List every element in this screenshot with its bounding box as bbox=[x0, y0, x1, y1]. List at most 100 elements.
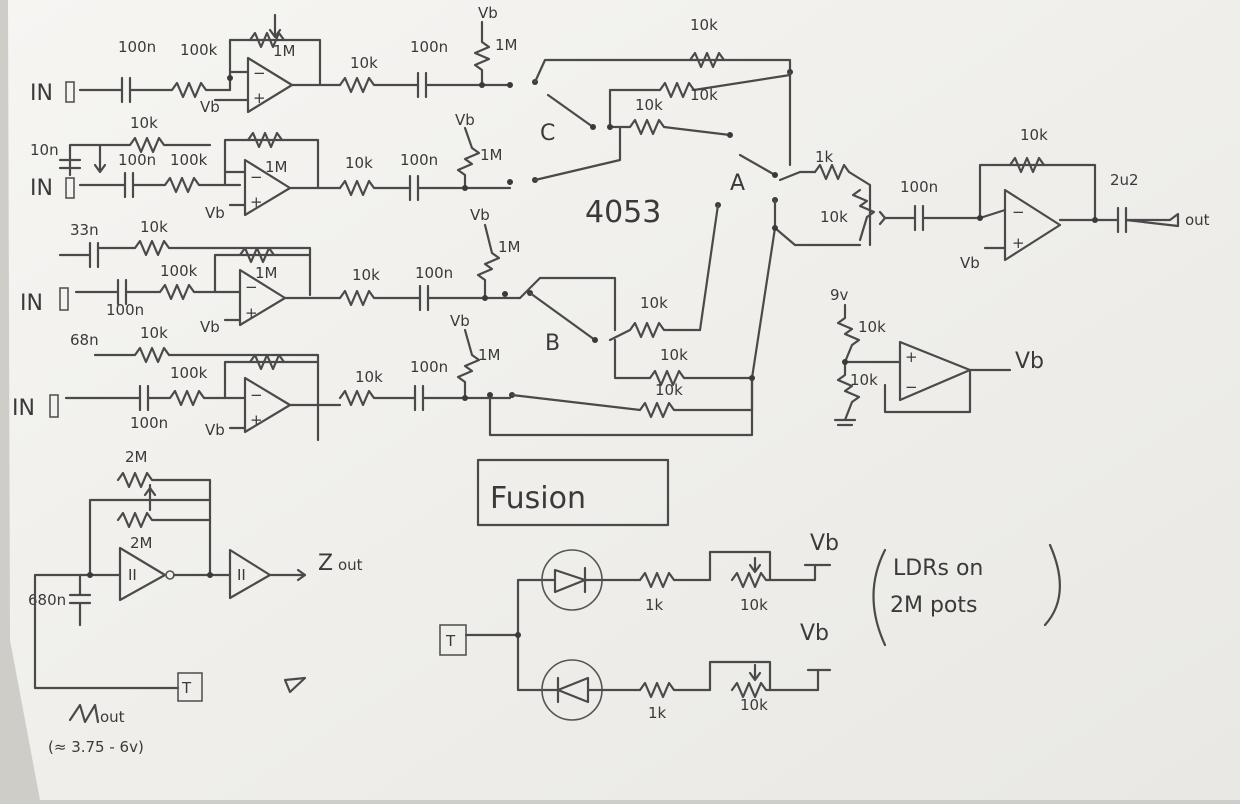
audio-out-label: out bbox=[1185, 211, 1210, 229]
svg-text:10k: 10k bbox=[858, 318, 886, 336]
svg-text:10k: 10k bbox=[820, 208, 848, 226]
channel-3: IN 33n 10k 100n 100k − + 1M Vb 10k 100n V… bbox=[20, 206, 533, 336]
svg-text:+: + bbox=[245, 304, 258, 322]
svg-text:−: − bbox=[250, 386, 263, 404]
svg-text:T: T bbox=[445, 632, 456, 650]
svg-text:10k: 10k bbox=[690, 86, 718, 104]
input-label-2: IN bbox=[30, 176, 53, 201]
svg-text:10k: 10k bbox=[740, 696, 768, 714]
svg-text:II: II bbox=[128, 566, 137, 584]
lfo-section: 2M 2M II II Z out 680n T out (≈ 3.75 - 6… bbox=[28, 448, 363, 756]
svg-text:10k: 10k bbox=[1020, 126, 1048, 144]
vb-generator: 9v 10k 10k + − Vb bbox=[830, 286, 1044, 427]
svg-text:Vb: Vb bbox=[200, 318, 220, 336]
svg-text:100k: 100k bbox=[170, 151, 208, 169]
cap-label-1: 100n bbox=[118, 38, 156, 56]
svg-text:1k: 1k bbox=[815, 148, 834, 166]
svg-text:10k: 10k bbox=[850, 371, 878, 389]
svg-text:100n: 100n bbox=[415, 264, 453, 282]
svg-text:Vb: Vb bbox=[478, 4, 498, 22]
svg-text:10k: 10k bbox=[140, 218, 168, 236]
svg-text:10k: 10k bbox=[355, 368, 383, 386]
fusion-note-line-1: LDRs on bbox=[893, 556, 983, 581]
svg-text:Vb: Vb bbox=[800, 621, 829, 646]
svg-text:1M: 1M bbox=[480, 146, 503, 164]
svg-text:100n: 100n bbox=[410, 38, 448, 56]
svg-text:10k: 10k bbox=[352, 266, 380, 284]
svg-text:Z: Z bbox=[318, 551, 333, 576]
svg-text:10k: 10k bbox=[660, 346, 688, 364]
svg-text:Vb: Vb bbox=[205, 204, 225, 222]
svg-text:1k: 1k bbox=[648, 704, 667, 722]
input-label-3: IN bbox=[20, 291, 43, 316]
svg-text:100k: 100k bbox=[160, 262, 198, 280]
cap-10n-label: 10n bbox=[30, 141, 59, 159]
svg-text:100n: 100n bbox=[130, 414, 168, 432]
svg-text:1k: 1k bbox=[645, 596, 664, 614]
svg-text:T: T bbox=[181, 679, 192, 697]
svg-text:10k: 10k bbox=[345, 154, 373, 172]
svg-text:2u2: 2u2 bbox=[1110, 171, 1139, 189]
fusion-section: Fusion T 1k 10k Vb 1k 10k Vb LDRs on 2M … bbox=[439, 458, 1061, 722]
svg-text:+: + bbox=[253, 89, 266, 107]
svg-text:10k: 10k bbox=[640, 294, 668, 312]
svg-text:−: − bbox=[253, 64, 266, 82]
svg-text:100n: 100n bbox=[900, 178, 938, 196]
svg-text:10k: 10k bbox=[350, 54, 378, 72]
svg-text:+: + bbox=[250, 193, 263, 211]
input-jack-1 bbox=[65, 81, 75, 103]
res-label-1: 100k bbox=[180, 41, 218, 59]
svg-text:10k: 10k bbox=[130, 114, 158, 132]
svg-text:100n: 100n bbox=[106, 301, 144, 319]
svg-text:68n: 68n bbox=[70, 331, 99, 349]
selector-b-label: B bbox=[545, 331, 560, 356]
svg-text:10k: 10k bbox=[690, 16, 718, 34]
svg-text:9v: 9v bbox=[830, 286, 849, 304]
svg-text:+: + bbox=[905, 348, 918, 366]
svg-text:Vb: Vb bbox=[200, 98, 220, 116]
svg-text:2M: 2M bbox=[130, 534, 153, 552]
mux-4053: 4053 C A B 10k 10k 10k 10k 10k 10k bbox=[510, 16, 862, 419]
svg-text:Vb: Vb bbox=[450, 312, 470, 330]
svg-text:100n: 100n bbox=[118, 151, 156, 169]
fusion-title: Fusion bbox=[490, 481, 586, 516]
svg-text:10k: 10k bbox=[140, 324, 168, 342]
svg-text:Vb: Vb bbox=[205, 421, 225, 439]
output-stage: 1k 10k 100n − + 10k Vb 2u2 out bbox=[813, 126, 1210, 272]
svg-text:10k: 10k bbox=[655, 381, 683, 399]
channel-2: IN 100n 100k 10n 10k − + 1M Vb 10k 100n V… bbox=[30, 111, 538, 222]
svg-text:−: − bbox=[250, 168, 263, 186]
svg-text:Vb: Vb bbox=[810, 531, 839, 556]
svg-text:−: − bbox=[245, 278, 258, 296]
svg-text:1M: 1M bbox=[273, 42, 296, 60]
mux-label: 4053 bbox=[585, 195, 661, 230]
channel-1: IN 100n 100k −+ 1M Vb 10k 100n Vb 1M bbox=[30, 4, 538, 116]
svg-text:1M: 1M bbox=[255, 264, 278, 282]
svg-text:680n: 680n bbox=[28, 591, 66, 609]
svg-text:10k: 10k bbox=[740, 596, 768, 614]
svg-text:1M: 1M bbox=[495, 36, 518, 54]
svg-text:100n: 100n bbox=[400, 151, 438, 169]
svg-text:33n: 33n bbox=[70, 221, 99, 239]
svg-text:−: − bbox=[1012, 203, 1025, 221]
svg-text:−: − bbox=[905, 378, 918, 396]
svg-text:1M: 1M bbox=[265, 158, 288, 176]
square-out-label: out bbox=[100, 708, 125, 726]
svg-text:+: + bbox=[1012, 234, 1025, 252]
svg-text:+: + bbox=[250, 411, 263, 429]
svg-text:2M: 2M bbox=[125, 448, 148, 466]
input-label-4: IN bbox=[12, 396, 35, 421]
voltage-range-label: (≈ 3.75 - 6v) bbox=[48, 738, 144, 756]
svg-text:100n: 100n bbox=[410, 358, 448, 376]
opamp-1 bbox=[246, 56, 294, 114]
svg-text:10k: 10k bbox=[635, 96, 663, 114]
vb-output-label: Vb bbox=[1015, 349, 1044, 374]
svg-text:Vb: Vb bbox=[470, 206, 490, 224]
fusion-box bbox=[476, 458, 670, 527]
svg-text:Vb: Vb bbox=[455, 111, 475, 129]
svg-text:Vb: Vb bbox=[960, 254, 980, 272]
fusion-note-line-2: 2M pots bbox=[890, 593, 977, 618]
selector-c-label: C bbox=[540, 121, 555, 146]
